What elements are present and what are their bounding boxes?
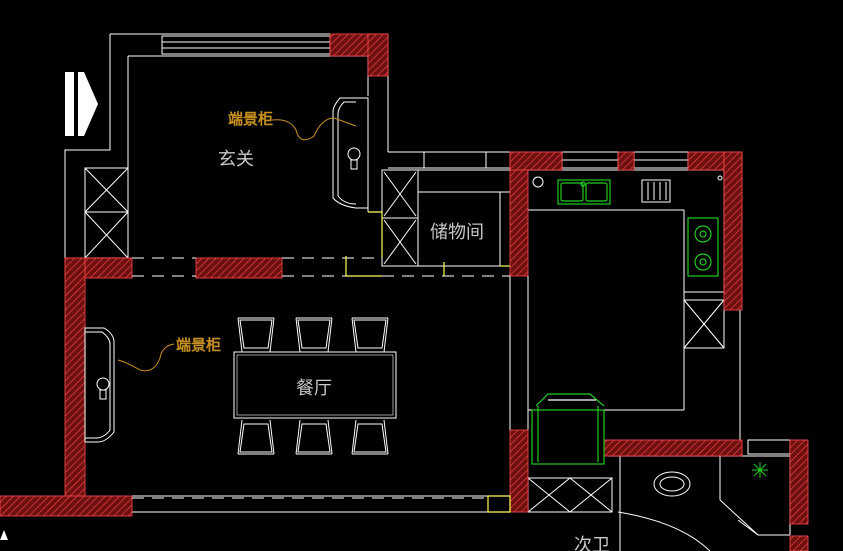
openings [132, 257, 529, 499]
corner-marker [0, 530, 8, 540]
dining-table [233, 351, 397, 419]
sink-icon [557, 179, 611, 205]
washbasin [653, 471, 691, 497]
drain-grate [532, 175, 723, 203]
stove-icon [687, 217, 719, 277]
shower-icon [752, 462, 768, 478]
shelf-cabinet [84, 167, 417, 265]
room-label-second-bath: 次卫 [574, 535, 610, 551]
dining-cabinet [84, 327, 115, 443]
room-label-dining: 餐厅 [296, 378, 332, 399]
room-label-storage: 储物间 [430, 222, 484, 243]
dining-cabinet-label: 端景柜 [176, 336, 221, 354]
entrance-cabinet [332, 97, 369, 209]
entry-arrow-icon [65, 72, 98, 136]
wall-lines [0, 33, 791, 551]
door-jambs [345, 211, 511, 513]
leader-lines [117, 117, 357, 372]
entrance-cabinet-label: 端景柜 [228, 110, 273, 128]
room-label-entrance: 玄关 [218, 149, 254, 170]
fridge-unit [531, 393, 605, 465]
lamp-icon [347, 147, 361, 170]
dining-chairs [237, 317, 389, 455]
structural-walls [0, 33, 809, 551]
